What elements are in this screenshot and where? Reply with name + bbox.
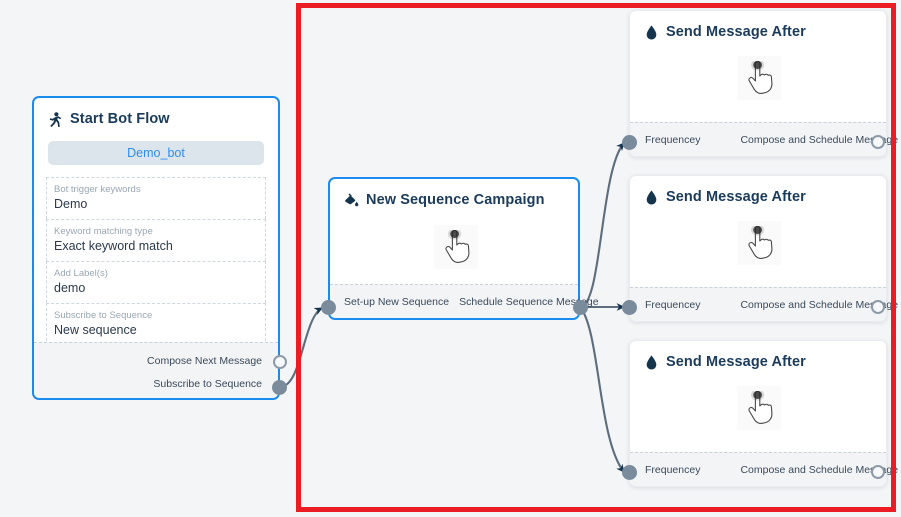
node-body-placeholder-send-message-after-3[interactable] [737, 386, 781, 430]
node-send-message-after-2[interactable]: Send Message After Frequencey Compose an… [629, 175, 898, 322]
field-label: Bot trigger keywords [54, 184, 141, 195]
in-port-setup-new-sequence[interactable] [321, 300, 336, 315]
pointing-hand-cursor-icon [748, 226, 773, 259]
droplet-icon [644, 24, 659, 40]
in-port-label-setup-new-sequence[interactable]: Set-up New Sequence [344, 295, 450, 308]
field-value: New sequence [54, 323, 137, 337]
paint-pour-icon [344, 192, 359, 208]
in-port-frequencey-3[interactable] [622, 465, 637, 480]
node-send-message-after-1[interactable]: Send Message After Frequencey Compose an… [629, 10, 898, 157]
out-port-schedule-sequence-message[interactable] [573, 300, 588, 315]
bot-fields-list: Bot trigger keywords Demo Keyword matchi… [46, 177, 266, 346]
out-port-label-compose-and-schedule-message[interactable]: Compose and Schedule Message [740, 463, 899, 476]
out-port-label-compose-and-schedule-message[interactable]: Compose and Schedule Message [740, 298, 899, 311]
out-port-label-subscribe-to-sequence[interactable]: Subscribe to Sequence [153, 378, 262, 390]
out-port-compose-and-schedule-1[interactable] [871, 135, 885, 149]
out-port-label-compose-next-message[interactable]: Compose Next Message [147, 355, 262, 367]
node-body-placeholder-new-sequence-campaign[interactable] [434, 225, 478, 269]
node-new-sequence-campaign[interactable]: New Sequence Campaign Set-up New Sequenc… [328, 177, 599, 320]
droplet-icon [644, 354, 659, 370]
in-port-label-frequencey[interactable]: Frequencey [645, 463, 701, 476]
in-port-frequencey-1[interactable] [622, 135, 637, 150]
field-value: Demo [54, 197, 88, 211]
bot-name-pill[interactable]: Demo_bot [48, 141, 264, 165]
field-value: Exact keyword match [54, 239, 173, 253]
out-port-compose-and-schedule-2[interactable] [871, 300, 885, 314]
out-port-subscribe-to-sequence[interactable] [272, 380, 287, 395]
node-title-send-message-after-3: Send Message After [630, 341, 886, 370]
out-port-compose-next-message[interactable] [273, 355, 287, 369]
out-port-label-schedule-sequence-message[interactable]: Schedule Sequence Message [459, 295, 599, 308]
out-port-label-compose-and-schedule-message[interactable]: Compose and Schedule Message [740, 133, 899, 146]
send-message-after-2-footer: Frequencey Compose and Schedule Message [630, 287, 898, 321]
in-port-label-frequencey[interactable]: Frequencey [645, 133, 701, 146]
field-label: Keyword matching type [54, 226, 153, 237]
pointing-hand-cursor-icon [748, 61, 773, 94]
in-port-frequencey-2[interactable] [622, 300, 637, 315]
node-title-label: Start Bot Flow [70, 111, 170, 127]
edge-sequence-to-card1 [579, 142, 625, 309]
node-title-label: Send Message After [666, 189, 806, 205]
field-label: Add Label(s) [54, 268, 108, 279]
out-port-compose-and-schedule-3[interactable] [871, 465, 885, 479]
running-person-icon [48, 111, 63, 127]
node-title-label: Send Message After [666, 354, 806, 370]
node-title-label: New Sequence Campaign [366, 192, 545, 208]
field-add-labels[interactable]: Add Label(s) demo [46, 261, 266, 303]
node-send-message-after-3[interactable]: Send Message After Frequencey Compose an… [629, 340, 898, 487]
field-value: demo [54, 281, 86, 295]
start-bot-flow-footer: Compose Next Message Subscribe to Sequen… [34, 342, 278, 398]
node-title-label: Send Message After [666, 24, 806, 40]
field-keyword-matching-type[interactable]: Keyword matching type Exact keyword matc… [46, 219, 266, 261]
new-sequence-campaign-footer: Set-up New Sequence Schedule Sequence Me… [330, 284, 599, 318]
node-title-new-sequence-campaign: New Sequence Campaign [330, 179, 578, 208]
field-label: Subscribe to Sequence [54, 310, 153, 321]
pointing-hand-cursor-icon [748, 391, 773, 424]
node-title-send-message-after-1: Send Message After [630, 11, 886, 40]
field-bot-trigger-keywords[interactable]: Bot trigger keywords Demo [46, 177, 266, 219]
edge-start-to-sequence [279, 307, 323, 389]
node-body-placeholder-send-message-after-2[interactable] [737, 221, 781, 265]
pointing-hand-cursor-icon [445, 230, 470, 263]
node-start-bot-flow[interactable]: Start Bot Flow Demo_bot Bot trigger keyw… [32, 96, 280, 400]
edge-sequence-to-card3 [579, 306, 625, 473]
field-subscribe-to-sequence[interactable]: Subscribe to Sequence New sequence [46, 303, 266, 346]
send-message-after-3-footer: Frequencey Compose and Schedule Message [630, 452, 898, 486]
node-title-send-message-after-2: Send Message After [630, 176, 886, 205]
send-message-after-1-footer: Frequencey Compose and Schedule Message [630, 122, 898, 156]
droplet-icon [644, 189, 659, 205]
node-body-placeholder-send-message-after-1[interactable] [737, 56, 781, 100]
in-port-label-frequencey[interactable]: Frequencey [645, 298, 701, 311]
node-title-start-bot-flow: Start Bot Flow [34, 98, 278, 127]
